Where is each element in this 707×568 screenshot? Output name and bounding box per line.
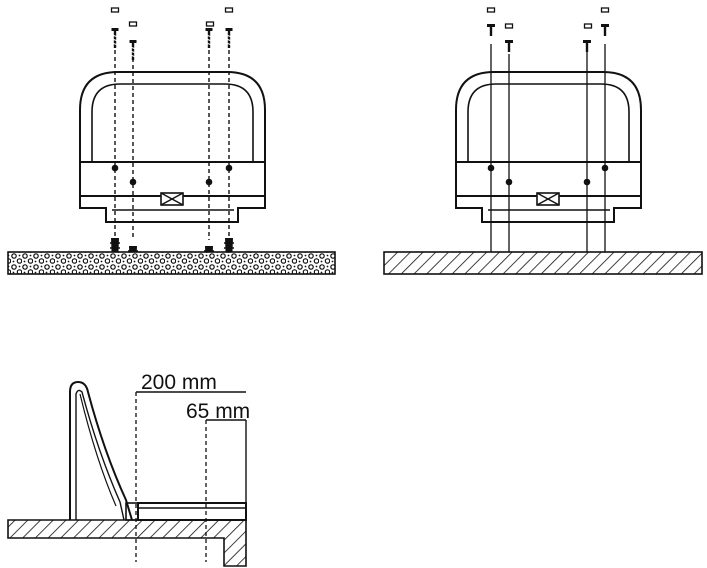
seat-frame (79, 196, 266, 223)
screw-icon (599, 22, 611, 38)
cap-icon (224, 7, 234, 13)
latch-icon (536, 192, 560, 206)
screw-icon (224, 26, 234, 50)
seat-back-inner (467, 83, 630, 162)
screw-icon (581, 38, 593, 54)
cap-icon (486, 7, 496, 13)
seat-back-profile (69, 380, 133, 521)
wall-hatched (383, 251, 703, 275)
screw-icon (503, 38, 515, 54)
cap-icon (205, 21, 215, 27)
dimension-65mm: 65 mm (186, 400, 250, 423)
seat-body (455, 161, 642, 197)
cap-icon (504, 23, 514, 29)
dimension-200mm: 200 mm (141, 371, 217, 394)
seat-frame (455, 196, 642, 223)
right-front-view (383, 7, 703, 275)
screw-icon (204, 26, 214, 50)
cap-icon (128, 21, 138, 27)
wall-hatched (7, 519, 247, 567)
screw-icon (128, 38, 138, 62)
seat-back-outer (79, 71, 266, 162)
latch-icon (160, 192, 184, 206)
wall-stone (7, 251, 336, 275)
side-view: 200 mm 65 mm (7, 371, 250, 567)
seat-back-outer (455, 71, 642, 162)
cap-icon (583, 23, 593, 29)
left-front-view (7, 7, 336, 275)
seat-plate (137, 502, 247, 521)
cap-icon (600, 7, 610, 13)
cap-icon (110, 7, 120, 13)
screw-icon (110, 26, 120, 50)
seat-body (79, 161, 266, 197)
seat-back-inner (91, 83, 254, 162)
screw-icon (485, 22, 497, 38)
